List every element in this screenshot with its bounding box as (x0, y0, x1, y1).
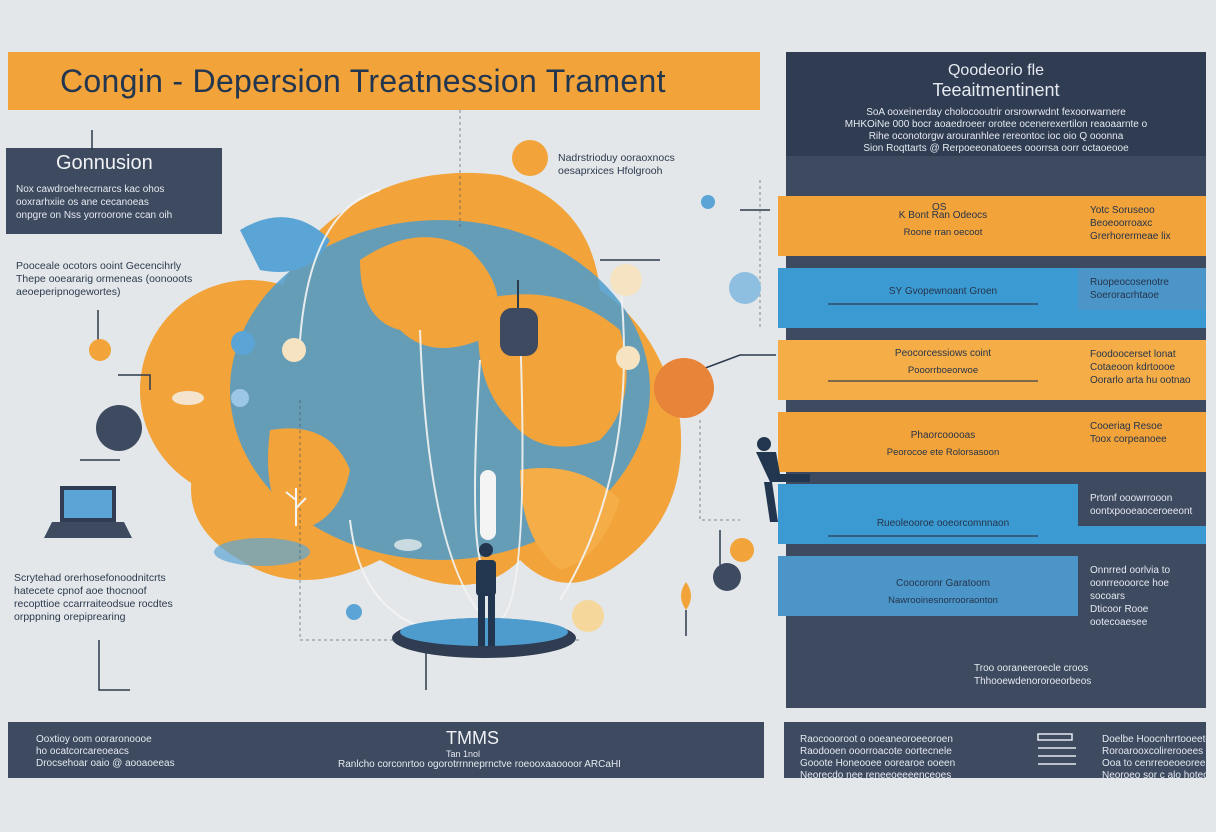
page-title: Congin - Depersion Treatnession Trament (60, 62, 666, 99)
step-bar-6: Coocoronr Garatoom Nawrooinesnorrooraont… (778, 556, 1206, 637)
step-title: Peocorcessiows coint (894, 348, 992, 359)
note-line: aeoeperipnogewortes) (16, 286, 121, 298)
step-bar-5: Rueoleooroe ooeorcomnnaon Prtonf ooowrro… (778, 484, 1206, 544)
step-bar-3: Peocorcessiows coint Pooorrboeorwoe Food… (778, 340, 1206, 400)
step-side-line: Grerhorermeae lix (1090, 231, 1171, 242)
summary-heading-1: Qoodeorio fle (947, 62, 1045, 79)
bottom-center-line: Ranlcho corconrtoo ogorotrrnneprnctve ro… (338, 759, 621, 770)
plant-icon (681, 582, 691, 636)
person-sitting-icon (756, 437, 810, 522)
bottom-col: Ooxtioy oom ooraronoooe ho ocatcorcareoe… (36, 734, 175, 770)
summary-line: SoA ooxeinerday cholocooutrir orsrowrwdn… (866, 107, 1126, 118)
document-icon (1037, 733, 1076, 765)
step-bar-2: SY Gvopewnoant Groen Ruopeocosenotre Soe… (778, 268, 1206, 328)
note-line: Pooceale ocotors ooint Gecencihrly (16, 260, 182, 272)
bottom-center: TMMS Tan 1nol Ranlcho corconrtoo ogorotr… (338, 728, 678, 770)
bottom-line: Ooxtioy oom ooraronoooe (36, 734, 152, 745)
title-banner: Congin - Depersion Treatnession Trament (8, 52, 760, 110)
footer-line: Thhooewdenororoeorbeos (974, 676, 1092, 687)
step-side-line: Soeroracrhtaoe (1090, 290, 1159, 301)
bottom-line: Gooote Honeooee oorearoe ooeen (800, 758, 956, 769)
step-side-line: Dticoor Rooe ootecoaesee (1090, 604, 1149, 628)
conclusion-box: Gonnusion Nox cawdroehrecrnarcs kac ohos… (6, 148, 222, 234)
summary-line: MHKOiNe 000 bocr aoaedroeer orotee ocene… (844, 119, 1148, 130)
step-side-line: Beoeoorroaxc (1090, 218, 1153, 229)
left-note-top: Pooceale ocotors ooint Gecencihrly Thepe… (16, 260, 192, 299)
note-line: recopttioe ccarrraiteodsue rocdtes (14, 598, 173, 610)
bottom-line: Raodooen ooorroacote oortecnele (800, 746, 952, 757)
step-side-line: Cooeriag Resoe (1090, 421, 1163, 432)
frame-footer: Troo ooraneeroecle croos Thhooewdenororo… (974, 662, 1091, 688)
bottom-line: Roroarooxcolirerooees (1102, 746, 1204, 757)
bottom-line: Neoroeo sor c alo hotecs (1102, 770, 1214, 781)
step-side-line: Toox corpeanoee (1090, 434, 1167, 445)
conclusion-line: onpgre on Nss yorroorone ccan oih (16, 210, 173, 221)
bottom-right-bar: Raocoooroot o ooeaneoroeeoroen Raodooen … (784, 722, 1216, 781)
step-side-line: Yotc Soruseoo (1090, 205, 1155, 216)
step-side-line: oontxpooeaoceroeeont (1090, 506, 1193, 517)
conclusion-heading: Gonnusion (56, 152, 153, 174)
tree-icon (285, 488, 307, 526)
step-side-line: Prtonf ooowrrooon (1090, 493, 1173, 504)
step-side-line: Foodoocerset lonat (1090, 349, 1176, 360)
step-title: Phaorcooooas (910, 430, 976, 441)
step-title: SY Gvopewnoant Groen (888, 286, 998, 297)
summary-heading-2: Teeaitmentinent (932, 80, 1060, 100)
bottom-line: Drocsehoar oaio @ aooaoeeas (36, 758, 175, 769)
step-bar-1: OS K Bont Ran Odeocs Roone rran oecoot Y… (778, 196, 1206, 256)
note-line: Nadrstrioduy ooraoxnocs (558, 152, 675, 164)
bottom-left-bar: Ooxtioy oom ooraronoooe ho ocatcorcareoe… (8, 722, 764, 778)
bottom-col: Raocoooroot o ooeaneoroeeoroen Raodooen … (800, 734, 955, 782)
conclusion-line: Nox cawdroehrecrnarcs kac ohos (16, 184, 165, 195)
note-line: Scrytehad orerhosefonoodnitcrts (14, 572, 166, 584)
step-side-line: Cotaeoon kdrtoooe (1090, 362, 1176, 373)
step-side-line: Oorarlo arta hu ootnao (1090, 375, 1191, 386)
note-line: oesaprxices Hfolgrooh (558, 165, 663, 177)
map-note: Nadrstrioduy ooraoxnocs oesaprxices Hfol… (558, 152, 675, 178)
bottom-col: Doelbe Hoocnhrrtooeetce Roroarooxcolirer… (1102, 734, 1216, 782)
step-bar-4: Phaorcooooas Peorocoe ete Rolorsasoon Co… (778, 412, 1206, 472)
step-desc: Roone rran oecoot (903, 227, 983, 238)
step-title: Rueoleooroe ooeorcomnnaon (876, 518, 1010, 529)
bottom-line: Neorecdo nee reneeoeeeenceoes (800, 770, 952, 781)
step-desc: Peorocoe ete Rolorsasoon (886, 447, 1000, 458)
step-side-line: oonrreooorce hoe socoars (1090, 578, 1169, 602)
conclusion-line: ooxrarhxiie os ane cecanoeas (16, 197, 149, 208)
note-line: orpppning orepiprearing (14, 611, 126, 623)
step-side-line: Onnrred oorlvia to (1090, 565, 1171, 576)
central-illustration (44, 110, 776, 691)
lamp-icon (96, 405, 741, 591)
bulb-icon (512, 140, 548, 176)
laptop-icon (44, 486, 132, 538)
step-desc: Pooorrboeorwoe (907, 365, 979, 376)
summary-line: Sion Roqttarts @ Rerpoeeonatoees ooorrsa… (863, 143, 1129, 154)
bottom-center-sub: Tan 1nol (446, 749, 481, 759)
step-title: K Bont Ran Odeocs (898, 210, 988, 221)
bottom-line: Raocoooroot o ooeaneoroeeoroen (800, 734, 953, 745)
person-standing-icon (476, 543, 496, 646)
step-side-line: Ruopeocosenotre (1090, 277, 1169, 288)
note-line: Thepe ooeararig ormeneas (oonooots (16, 273, 193, 285)
step-code: OS (932, 202, 947, 213)
footer-line: Troo ooraneeroecle croos (974, 663, 1089, 674)
summary-line: Rihe oconotorgw arouranhlee rereontoc io… (868, 131, 1124, 142)
bottom-line: Doelbe Hoocnhrrtooeetce (1102, 734, 1216, 745)
bottom-line: ho ocatcorcareoeacs (36, 746, 129, 757)
steps-frame: OS K Bont Ran Odeocs Roone rran oecoot Y… (778, 156, 1206, 708)
bottom-center-title: TMMS (446, 728, 499, 748)
globe-map-icon (140, 172, 682, 585)
left-note-bottom: Scrytehad orerhosefonoodnitcrts hatecete… (14, 572, 173, 624)
step-title: Coocoronr Garatoom (896, 578, 990, 589)
bottom-line: Ooa to cenrreoeoeoree (1102, 758, 1206, 769)
note-line: hatecete cpnof aoe thocnoof (14, 585, 147, 597)
summary-panel: Qoodeorio fle Teeaitmentinent SoA ooxein… (786, 52, 1206, 156)
step-desc: Nawrooinesnorrooraonton (888, 595, 998, 606)
